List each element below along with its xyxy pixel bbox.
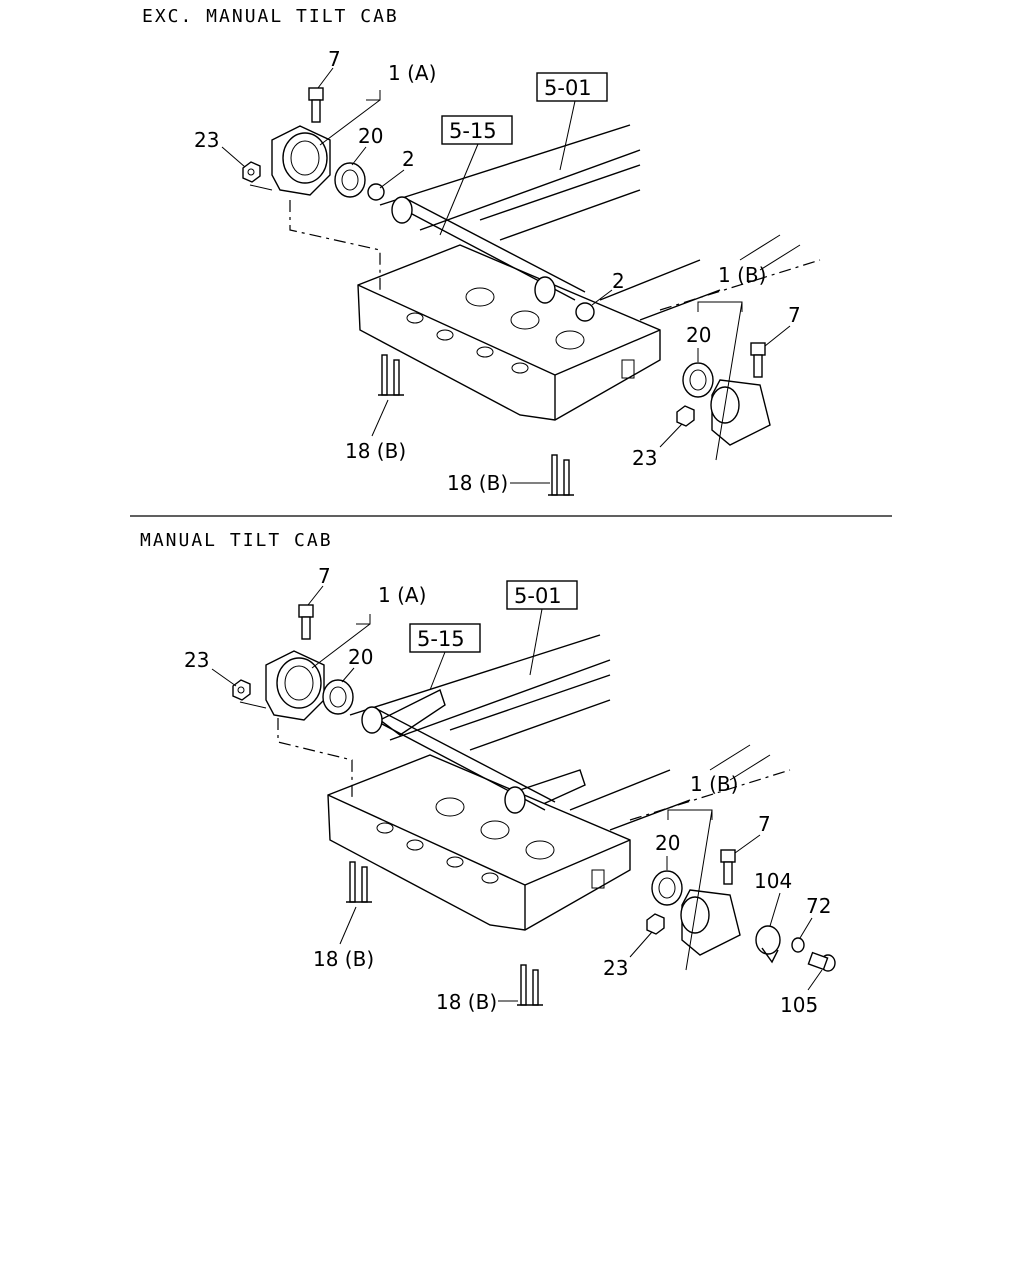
bottom-section: MANUAL TILT CAB 5-01 5-15 xyxy=(140,530,836,1017)
callout-label: 23 xyxy=(632,446,657,470)
callout-label: 1 (A) xyxy=(378,583,426,607)
top-ref-5-01[interactable]: 5-01 xyxy=(536,72,608,102)
top-crossmember xyxy=(357,244,661,421)
bottom-lock-104[interactable] xyxy=(755,925,781,964)
assembly-line xyxy=(277,718,353,800)
top-mount-bracket-a[interactable] xyxy=(271,125,331,196)
callout-label: 18 (B) xyxy=(436,990,497,1014)
bottom-torsion-bar xyxy=(361,706,556,814)
top-bushing-20a[interactable] xyxy=(334,162,366,198)
top-collar-2b[interactable] xyxy=(575,302,595,322)
bottom-bolt-7b[interactable] xyxy=(720,849,736,885)
assembly-line xyxy=(289,200,381,290)
top-section: EXC. MANUAL TILT CAB 5-01 5-15 xyxy=(142,6,821,496)
callout-label: 105 xyxy=(780,993,818,1017)
svg-text:5-01: 5-01 xyxy=(544,76,592,100)
top-nut-23a[interactable] xyxy=(242,161,261,183)
callout-label: 23 xyxy=(194,128,219,152)
leader-line xyxy=(311,614,371,669)
bottom-bolt-105[interactable] xyxy=(807,951,836,972)
callout-label: 20 xyxy=(348,645,373,669)
bottom-crossmember xyxy=(327,754,631,931)
leader-line xyxy=(591,289,613,306)
leader-line xyxy=(317,67,334,89)
top-nut-23b[interactable] xyxy=(676,405,695,427)
leader-line xyxy=(667,809,713,971)
leader-line xyxy=(529,608,543,676)
bottom-mount-bracket-a[interactable] xyxy=(265,650,325,721)
leader-line xyxy=(429,651,446,691)
callout-label: 23 xyxy=(184,648,209,672)
bottom-frame-rails xyxy=(349,634,791,831)
callout-label: 7 xyxy=(788,303,801,327)
callout-label: 18 (B) xyxy=(345,439,406,463)
leader-line xyxy=(319,90,381,146)
callout-label: 1 (B) xyxy=(690,772,738,796)
callout-label: 2 xyxy=(612,269,625,293)
bottom-section-title: MANUAL TILT CAB xyxy=(140,530,333,551)
callout-label: 20 xyxy=(358,124,383,148)
bottom-nut-23b[interactable] xyxy=(646,913,665,935)
bottom-ref-5-01[interactable]: 5-01 xyxy=(506,580,578,610)
callout-label: 104 xyxy=(754,869,792,893)
assembly-line xyxy=(239,701,267,709)
svg-text:5-01: 5-01 xyxy=(514,584,562,608)
bottom-ref-5-15[interactable]: 5-15 xyxy=(409,623,481,653)
callout-label: 1 (A) xyxy=(388,61,436,85)
bottom-bolt-7a[interactable] xyxy=(298,604,314,640)
callout-label: 7 xyxy=(318,564,331,588)
callout-label: 20 xyxy=(686,323,711,347)
leader-line xyxy=(559,100,576,171)
callout-label: 23 xyxy=(603,956,628,980)
leader-line xyxy=(371,399,389,437)
leader-line xyxy=(764,325,791,347)
top-bushing-20b[interactable] xyxy=(682,362,714,398)
callout-label: 72 xyxy=(806,894,831,918)
top-bolt-18b-right[interactable] xyxy=(548,454,574,496)
leader-line xyxy=(734,834,761,854)
leader-line xyxy=(769,892,781,927)
leader-line xyxy=(799,917,813,939)
svg-text:5-15: 5-15 xyxy=(449,119,497,143)
bottom-bushing-20b[interactable] xyxy=(651,870,683,906)
callout-label: 7 xyxy=(328,47,341,71)
leader-line xyxy=(659,423,683,448)
callout-label: 7 xyxy=(758,812,771,836)
leader-line xyxy=(697,301,743,461)
leader-line xyxy=(307,585,324,606)
top-bolt-18b-left[interactable] xyxy=(378,354,404,396)
leader-line xyxy=(807,969,823,991)
leader-line xyxy=(629,931,653,958)
leader-line xyxy=(351,146,367,166)
leader-line xyxy=(379,169,405,189)
top-torsion-bar xyxy=(391,196,586,304)
leader-line xyxy=(211,668,237,687)
leader-line xyxy=(221,146,246,168)
top-section-title: EXC. MANUAL TILT CAB xyxy=(142,6,399,27)
bottom-washer-72[interactable] xyxy=(791,937,805,953)
bottom-nut-23a[interactable] xyxy=(232,679,251,701)
top-frame-rails xyxy=(379,124,821,321)
bottom-bolt-18b-right[interactable] xyxy=(517,964,543,1006)
bottom-bushing-20a[interactable] xyxy=(322,679,354,715)
top-bolt-7b[interactable] xyxy=(750,342,766,378)
bottom-bolt-18b-left[interactable] xyxy=(346,861,372,903)
assembly-line xyxy=(249,184,273,191)
callout-label: 2 xyxy=(402,147,415,171)
callout-label: 20 xyxy=(655,831,680,855)
callout-label: 18 (B) xyxy=(313,947,374,971)
top-ref-5-15[interactable]: 5-15 xyxy=(441,115,513,145)
callout-label: 18 (B) xyxy=(447,471,508,495)
callout-label: 1 (B) xyxy=(718,263,766,287)
top-bolt-7a[interactable] xyxy=(308,87,324,123)
leader-line xyxy=(341,667,355,683)
leader-line xyxy=(339,906,357,945)
svg-text:5-15: 5-15 xyxy=(417,627,465,651)
